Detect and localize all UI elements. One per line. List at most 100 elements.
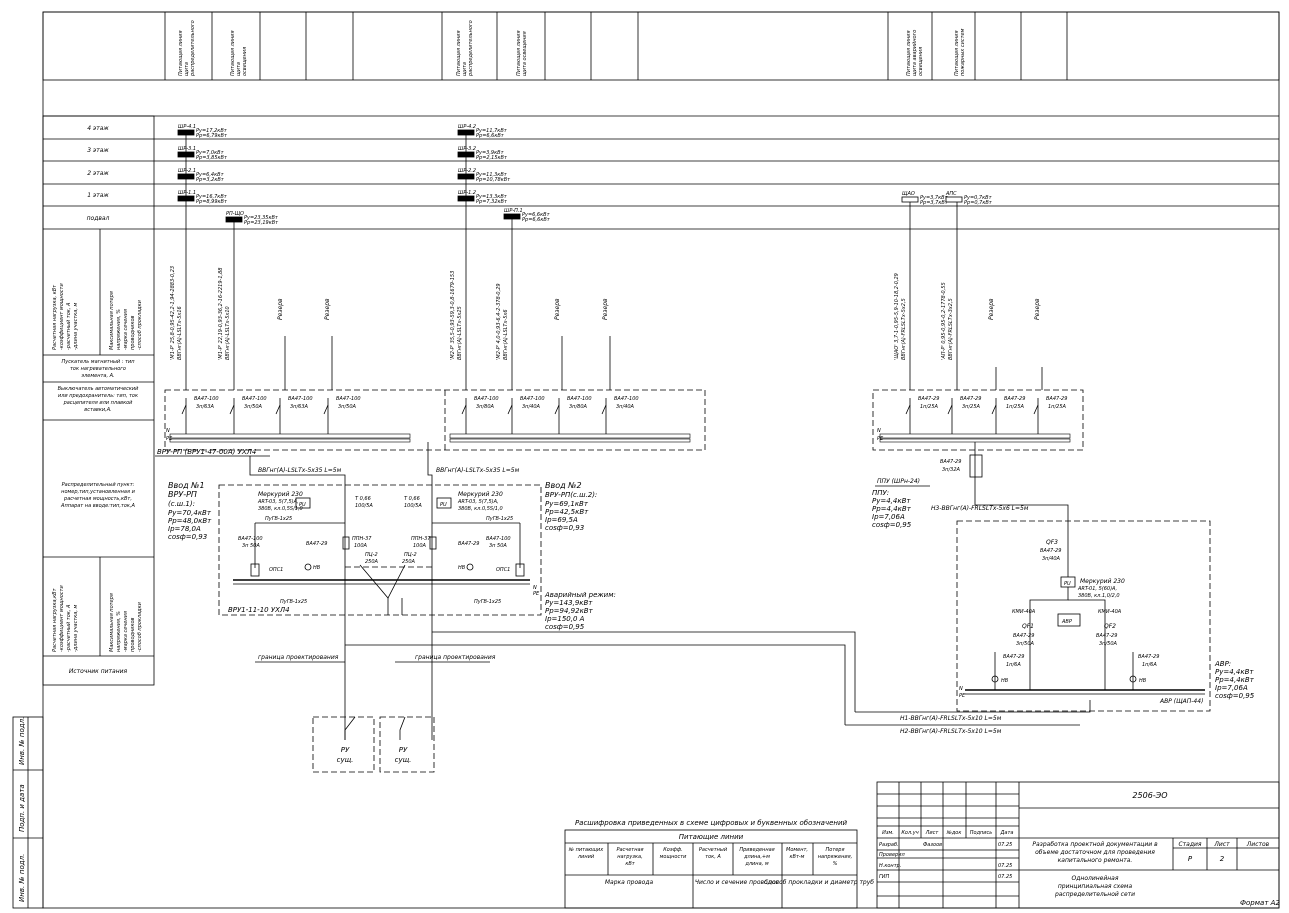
ppu-label: ППУ (ШРн-24) bbox=[877, 478, 920, 485]
value-line: Ру=69,1кВт bbox=[545, 500, 589, 508]
input1-sub2: (с.ш.1): bbox=[168, 500, 195, 508]
project-line: Разработка проектной документации в bbox=[1032, 841, 1158, 848]
floor-label-2: 2 этаж bbox=[87, 170, 109, 177]
panel-name: ШР-4.1 bbox=[178, 124, 196, 130]
project-name: Разработка проектной документации вобъем… bbox=[1032, 841, 1158, 864]
boundary-1: граница проектирования bbox=[258, 654, 339, 661]
panel-installed-power: Ру=3,7кВт bbox=[920, 195, 949, 201]
cable-spec-label: 'ЩАО' 3,7-1-0,95-5,9-10-18,2-0,29 bbox=[894, 273, 900, 360]
panel-installed-power: Ру=7,0кВт bbox=[196, 150, 225, 156]
dist-point-label: расчетная мощность,кВт, bbox=[63, 496, 132, 502]
surge-protector-2 bbox=[515, 563, 525, 577]
ct2-label: Т 0,66 bbox=[404, 496, 420, 502]
input2-title: Ввод №2 bbox=[545, 481, 582, 490]
vru2-breaker-contact bbox=[554, 404, 560, 415]
top-header-label: Питающая линия bbox=[906, 30, 912, 76]
panel-installed-power: Ру=13,3кВт bbox=[476, 194, 508, 200]
ct2-rate: 100/5А bbox=[404, 503, 422, 509]
panel-symbol bbox=[503, 213, 521, 220]
pe-mark-ppu: PE bbox=[877, 436, 884, 442]
cable-spec-label: ВВГнг(А)-LSLТх-5х10 bbox=[225, 306, 231, 360]
legend-column-header: напряжения, bbox=[818, 854, 852, 860]
value-line: cosф=0,93 bbox=[545, 524, 584, 532]
svg-text:380В, кл.0,5S/1,0: 380В, кл.0,5S/1,0 bbox=[458, 506, 503, 512]
svg-text:ПуГВ-1х25: ПуГВ-1х25 bbox=[486, 516, 513, 522]
feed-cable-1: ВВГнг(А)-LSLТх-5х35 L=5м bbox=[258, 467, 342, 474]
value-line: Рр=4,4кВт bbox=[872, 505, 912, 513]
voltage-loss-label-2: -марка сечения bbox=[123, 611, 129, 652]
svg-text:ART-01, 5(60)А,: ART-01, 5(60)А, bbox=[1077, 586, 1117, 592]
top-header-band bbox=[42, 11, 1280, 81]
meter1-name: Меркурий 230 bbox=[258, 491, 303, 498]
side-stamp-2: Подп. и дата bbox=[18, 784, 26, 832]
ppu-breaker: ВА47-29 bbox=[940, 459, 961, 465]
sheet-frame bbox=[42, 11, 1280, 909]
svg-text:ПЦ-2: ПЦ-2 bbox=[365, 552, 378, 558]
panel-rated-power: Рр=6,79кВт bbox=[196, 133, 228, 139]
avr-lamp-2 bbox=[1129, 675, 1137, 683]
doc-code: 2506-ЭО bbox=[1132, 791, 1167, 800]
vru2-breaker-contact bbox=[507, 404, 513, 415]
vru1-breaker-contact bbox=[181, 404, 187, 415]
vru-label: ВРУ-РП (ВРУ1-47-00А) УХЛ4 bbox=[157, 448, 256, 456]
floor-label-1: 1 этаж bbox=[87, 192, 109, 199]
vru2-breaker-type: ВА47-100 bbox=[567, 396, 592, 402]
ppu-breaker-rate: 3п/25А bbox=[962, 404, 980, 410]
reserve-label: Резерв bbox=[988, 298, 995, 320]
meter2-name: Меркурий 230 bbox=[458, 491, 503, 498]
value-line: Iр=7,06А bbox=[1215, 684, 1248, 692]
cable-spec-label: 'М1-Р' 22,19-0,93-36,2-16-2219-1,88 bbox=[218, 268, 224, 360]
top-header-label: Питающая линия bbox=[230, 30, 236, 76]
panel-symbol bbox=[901, 196, 919, 203]
stage-header: Стадия bbox=[1178, 841, 1201, 848]
panel-name: ШР-2.2 bbox=[458, 168, 476, 174]
ppu-breaker-contact bbox=[905, 404, 911, 415]
title-block bbox=[876, 781, 1280, 909]
legend-column-header: мощности bbox=[660, 854, 688, 860]
ct1-label: Т 0,66 bbox=[355, 496, 371, 502]
top-header-label: Питающая линия bbox=[516, 30, 522, 76]
voltage-loss-label-2: проводников bbox=[130, 617, 136, 652]
legend-column-header: Приведенная bbox=[739, 847, 774, 853]
panel-symbol bbox=[177, 151, 195, 158]
top-header-label: освещения bbox=[242, 47, 248, 76]
stamp-column: №док bbox=[946, 830, 962, 836]
value-line: Рр=4,4кВт bbox=[1215, 676, 1255, 684]
panel-name: ШР-П.1 bbox=[504, 208, 523, 214]
vru-cabinet bbox=[218, 484, 542, 616]
vru1-breaker-rate: 3п/50А bbox=[244, 404, 262, 410]
svg-text:ВА47-29: ВА47-29 bbox=[1138, 654, 1159, 660]
calc-load-label: -расчетный ток, А bbox=[66, 302, 72, 350]
n3-cable: Н3-ВВГнг(А)-FRLSLТх-5х6 L=5м bbox=[931, 505, 1029, 512]
meter1-box bbox=[295, 497, 311, 509]
side-stamp-1: Инв. № подл. bbox=[18, 717, 26, 765]
legend-column-header: Коэфф. bbox=[663, 847, 683, 853]
svg-text:100А: 100А bbox=[413, 543, 427, 549]
value-line: cosф=0,93 bbox=[168, 533, 207, 541]
top-header-cells bbox=[164, 12, 1068, 80]
legend-title: Расшифровка приведенных в схеме цифровых… bbox=[575, 819, 848, 827]
top-header-label: распределительного bbox=[468, 20, 474, 77]
ppu-breaker-contact bbox=[1033, 404, 1039, 415]
svg-text:ART-03, 5(7,5)А,: ART-03, 5(7,5)А, bbox=[257, 499, 299, 505]
svg-text:N: N bbox=[959, 686, 963, 692]
legend-column-header: линий bbox=[577, 854, 595, 860]
top-header-label: щита аварийного bbox=[912, 30, 918, 76]
breaker-label: Выключатель автоматический bbox=[58, 386, 140, 392]
svg-text:ВА47-29: ВА47-29 bbox=[1040, 548, 1061, 554]
value-line: Рр=94,92кВт bbox=[545, 607, 594, 615]
n-mark-ppu: N bbox=[877, 428, 881, 434]
vru1-breaker-rate: 3п/63А bbox=[196, 404, 214, 410]
starter-label: элемента, А. bbox=[81, 373, 114, 379]
format-label: Формат А2 bbox=[1240, 899, 1280, 907]
value-line: cosф=0,95 bbox=[545, 623, 585, 631]
voltage-loss-label-2: Максимальная потеря bbox=[109, 593, 115, 652]
panel-rated-power: Рр=2,15кВт bbox=[476, 155, 508, 161]
svg-text:Меркурий 230: Меркурий 230 bbox=[1080, 578, 1125, 585]
left-labels-text: Расчетная нагрузка, кВт-коэффициент мощн… bbox=[52, 283, 143, 675]
vru1-breaker-rate: 3п/63А bbox=[290, 404, 308, 410]
panel-symbol bbox=[177, 195, 195, 202]
svg-text:3п 50А: 3п 50А bbox=[242, 543, 260, 549]
